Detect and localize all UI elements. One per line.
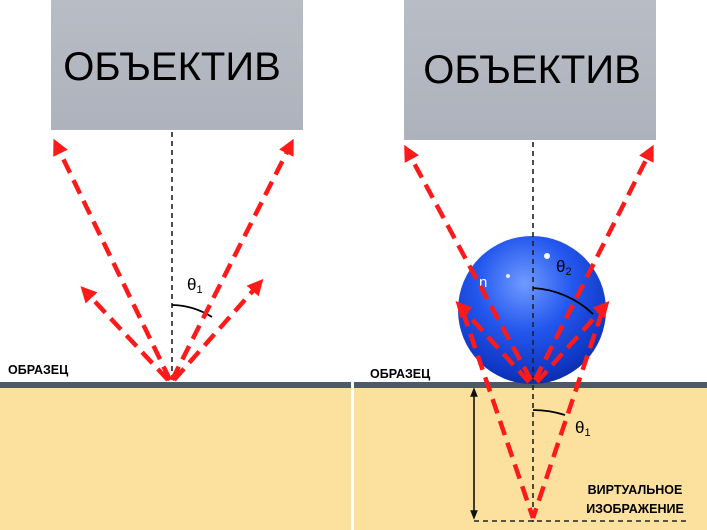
right-theta2-label: θ2 [556,257,572,278]
left-theta1-arc [171,304,213,318]
left-sample-surface [0,382,351,388]
right-ray-inner-right [535,300,610,384]
left-sample-substrate [0,386,351,530]
left-ray-outer-left [53,138,173,381]
right-rays [404,144,654,519]
right-ray-outer-right [532,144,654,382]
virtual-image-label-line1: ВИРТУАЛЬНОЕ [588,483,683,497]
right-virtual-ray-left [460,311,536,519]
left-ray-inner-left [80,286,170,382]
right-sample-surface [354,382,707,388]
left-rays [53,138,294,382]
left-ray-outer-right [169,138,294,382]
right-theta1-label: θ1 [575,418,591,439]
right-theta1-arc [532,409,566,416]
microsphere-index-label: n [479,274,487,291]
right-virtual-ray-right [530,311,605,519]
right-theta2-arc [532,287,594,315]
right-objective [404,0,656,140]
microsphere-highlight [544,253,550,259]
right-ray-inner-left [455,300,531,384]
left-objective [51,0,303,130]
right-panel: ОБЪЕКТИВ n θ2 θ1 ОБРАЗЕЦ [354,0,707,530]
virtual-image-label-line2: ИЗОБРАЖЕНИЕ [586,502,684,516]
left-panel: ОБЪЕКТИВ θ1 ОБРАЗЕЦ [0,0,351,530]
left-theta1-label: θ1 [187,275,203,296]
microsphere-highlight-small [506,274,510,278]
left-objective-label: ОБЪЕКТИВ [63,45,281,89]
left-sample-label: ОБРАЗЕЦ [8,363,69,377]
right-sample-substrate [354,386,707,530]
left-ray-inner-right [172,278,264,382]
right-objective-label: ОБЪЕКТИВ [423,48,641,92]
right-ray-outer-left [404,144,533,382]
right-sample-label: ОБРАЗЕЦ [370,367,431,381]
